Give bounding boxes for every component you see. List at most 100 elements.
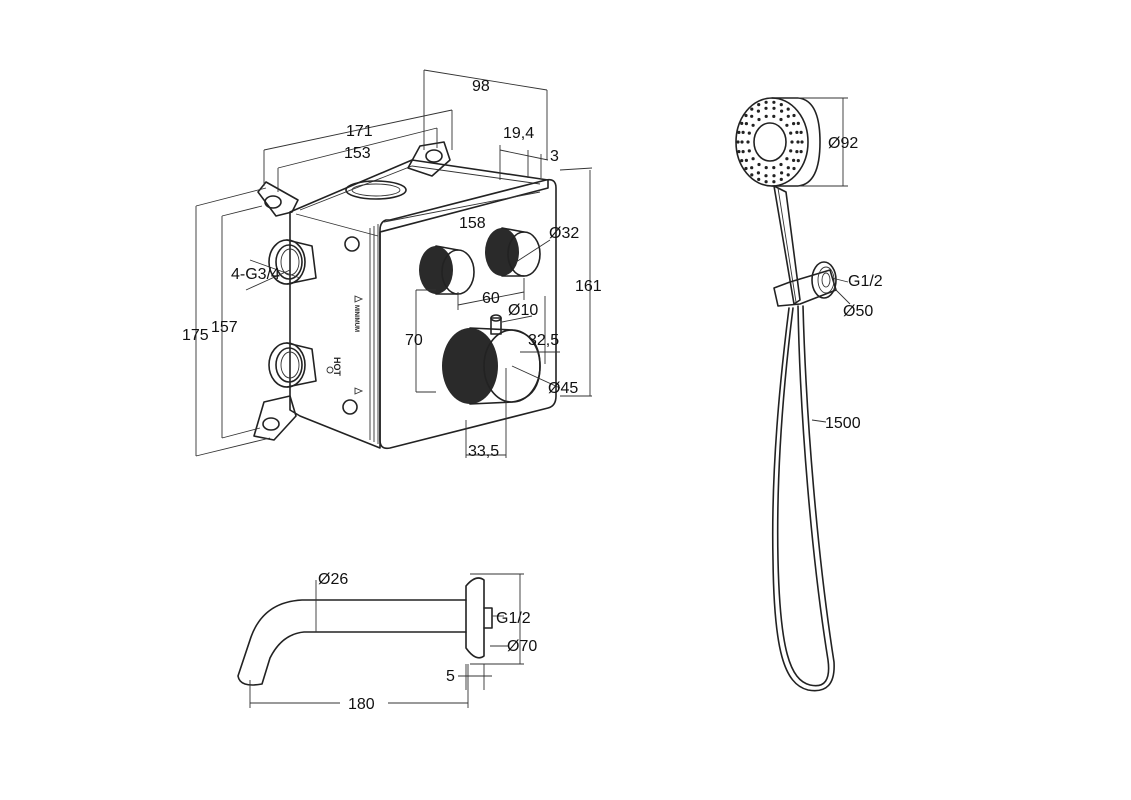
nozzle-dot <box>779 177 783 181</box>
nozzle-dot <box>756 109 761 113</box>
nozzle-dot <box>764 106 768 110</box>
box-screw <box>342 399 358 415</box>
nozzle-dot <box>750 173 754 177</box>
shower-handle <box>773 185 801 305</box>
dim-60: 60 <box>482 290 500 307</box>
dim-153: 153 <box>344 145 371 162</box>
dim-diameter-26: Ø26 <box>318 571 348 588</box>
nozzle-dot <box>772 106 776 110</box>
mounting-lug-bottom-left <box>253 395 297 441</box>
box-top-edge <box>295 165 541 237</box>
nozzle-dot <box>744 166 748 171</box>
spout-dimension-lines <box>249 573 524 708</box>
nozzle-dot <box>792 166 796 171</box>
nozzle-dot <box>750 114 754 118</box>
nozzle-dot <box>772 174 776 178</box>
bath-spout <box>237 577 493 686</box>
dim-diameter-10: Ø10 <box>508 302 538 319</box>
nozzle-dot <box>741 150 745 154</box>
nozzle-dot <box>750 166 754 170</box>
nozzle-dot <box>751 157 755 161</box>
nozzle-dot <box>764 174 768 178</box>
dim-diameter-45: Ø45 <box>548 380 578 397</box>
box-dimension-lines <box>195 69 593 458</box>
mounting-lug-top-right <box>407 141 451 177</box>
nozzle-dot <box>792 158 796 162</box>
cover-plate <box>379 178 557 450</box>
nozzle-dot <box>747 149 751 153</box>
nozzle-dot <box>747 131 751 135</box>
nozzle-dot <box>789 131 793 135</box>
nozzle-dot <box>744 113 748 118</box>
nozzle-dot <box>790 140 794 144</box>
nozzle-dot <box>741 130 745 134</box>
nozzle-dot <box>772 114 776 118</box>
nozzle-dot <box>796 159 800 163</box>
diverter-knob-left <box>419 245 475 295</box>
dim-1500: 1500 <box>825 415 861 432</box>
spout-flange <box>465 577 485 659</box>
nozzle-dot <box>740 140 744 144</box>
nozzle-dot <box>779 117 783 122</box>
nozzle-dot <box>737 130 741 134</box>
nozzle-dot <box>795 150 799 154</box>
nozzle-dot <box>756 171 761 175</box>
nozzle-dot <box>799 150 803 154</box>
dim-98: 98 <box>472 78 490 95</box>
dim-thread-4-g3-4: 4-G3/4 <box>231 266 280 283</box>
hot-marking: HOT <box>332 357 342 377</box>
nozzle-dot <box>746 140 750 144</box>
nozzle-dot <box>744 158 749 162</box>
dim-70: 70 <box>405 332 423 349</box>
nozzle-dot <box>737 150 741 154</box>
dim-161: 161 <box>575 278 602 295</box>
nozzle-dot <box>757 117 761 122</box>
box-dimension-labels: 98 171 153 19,4 3 158 Ø32 4-G3/4 60 Ø10 … <box>182 78 602 460</box>
nozzle-dot <box>779 103 783 107</box>
nozzle-dot <box>796 140 800 144</box>
nozzle-dot <box>764 100 768 104</box>
nozzle-dot <box>740 121 744 125</box>
inlet-lower <box>268 342 317 388</box>
hand-shower-set <box>735 97 837 692</box>
nozzle-dot <box>792 113 796 118</box>
dim-175: 175 <box>182 327 209 344</box>
nozzle-dot <box>772 166 776 170</box>
nozzle-dot <box>792 122 796 126</box>
nozzle-dot <box>750 107 754 111</box>
dim-33-5: 33,5 <box>468 443 499 460</box>
nozzle-dot <box>757 177 761 181</box>
nozzle-dot <box>785 157 789 161</box>
nozzle-dot <box>785 123 789 127</box>
dim-3: 3 <box>550 148 559 165</box>
dim-171: 171 <box>346 123 373 140</box>
diverter-knob-right <box>485 227 541 277</box>
dim-180: 180 <box>348 696 375 713</box>
nozzle-dot <box>786 166 790 170</box>
nozzle-dot <box>786 173 790 177</box>
spout-body <box>237 599 467 686</box>
thermostat-knob <box>442 314 541 405</box>
nozzle-dot <box>764 180 768 184</box>
nozzle-dot <box>736 140 740 144</box>
box-screw <box>344 236 360 252</box>
nozzle-dot <box>744 122 749 126</box>
dim-157: 157 <box>211 319 238 336</box>
box-top-port <box>345 180 407 200</box>
shower-dimension-lines <box>798 97 851 423</box>
nozzle-dot <box>757 162 761 167</box>
nozzle-dot <box>772 100 776 104</box>
concealed-valve-box: HOT MINIMUM <box>253 141 557 450</box>
nozzle-dot <box>779 162 783 167</box>
shower-head <box>735 97 821 187</box>
nozzle-dot <box>800 140 804 144</box>
nozzle-dot <box>764 114 768 118</box>
nozzle-dot <box>772 180 776 184</box>
inlet-upper <box>268 239 317 285</box>
nozzle-dot <box>799 130 803 134</box>
nozzle-dot <box>789 149 793 153</box>
mounting-lug-top-left <box>257 181 299 217</box>
dim-158: 158 <box>459 215 486 232</box>
nozzle-dot <box>751 123 755 127</box>
dim-g1-2-spout: G1/2 <box>496 610 531 627</box>
